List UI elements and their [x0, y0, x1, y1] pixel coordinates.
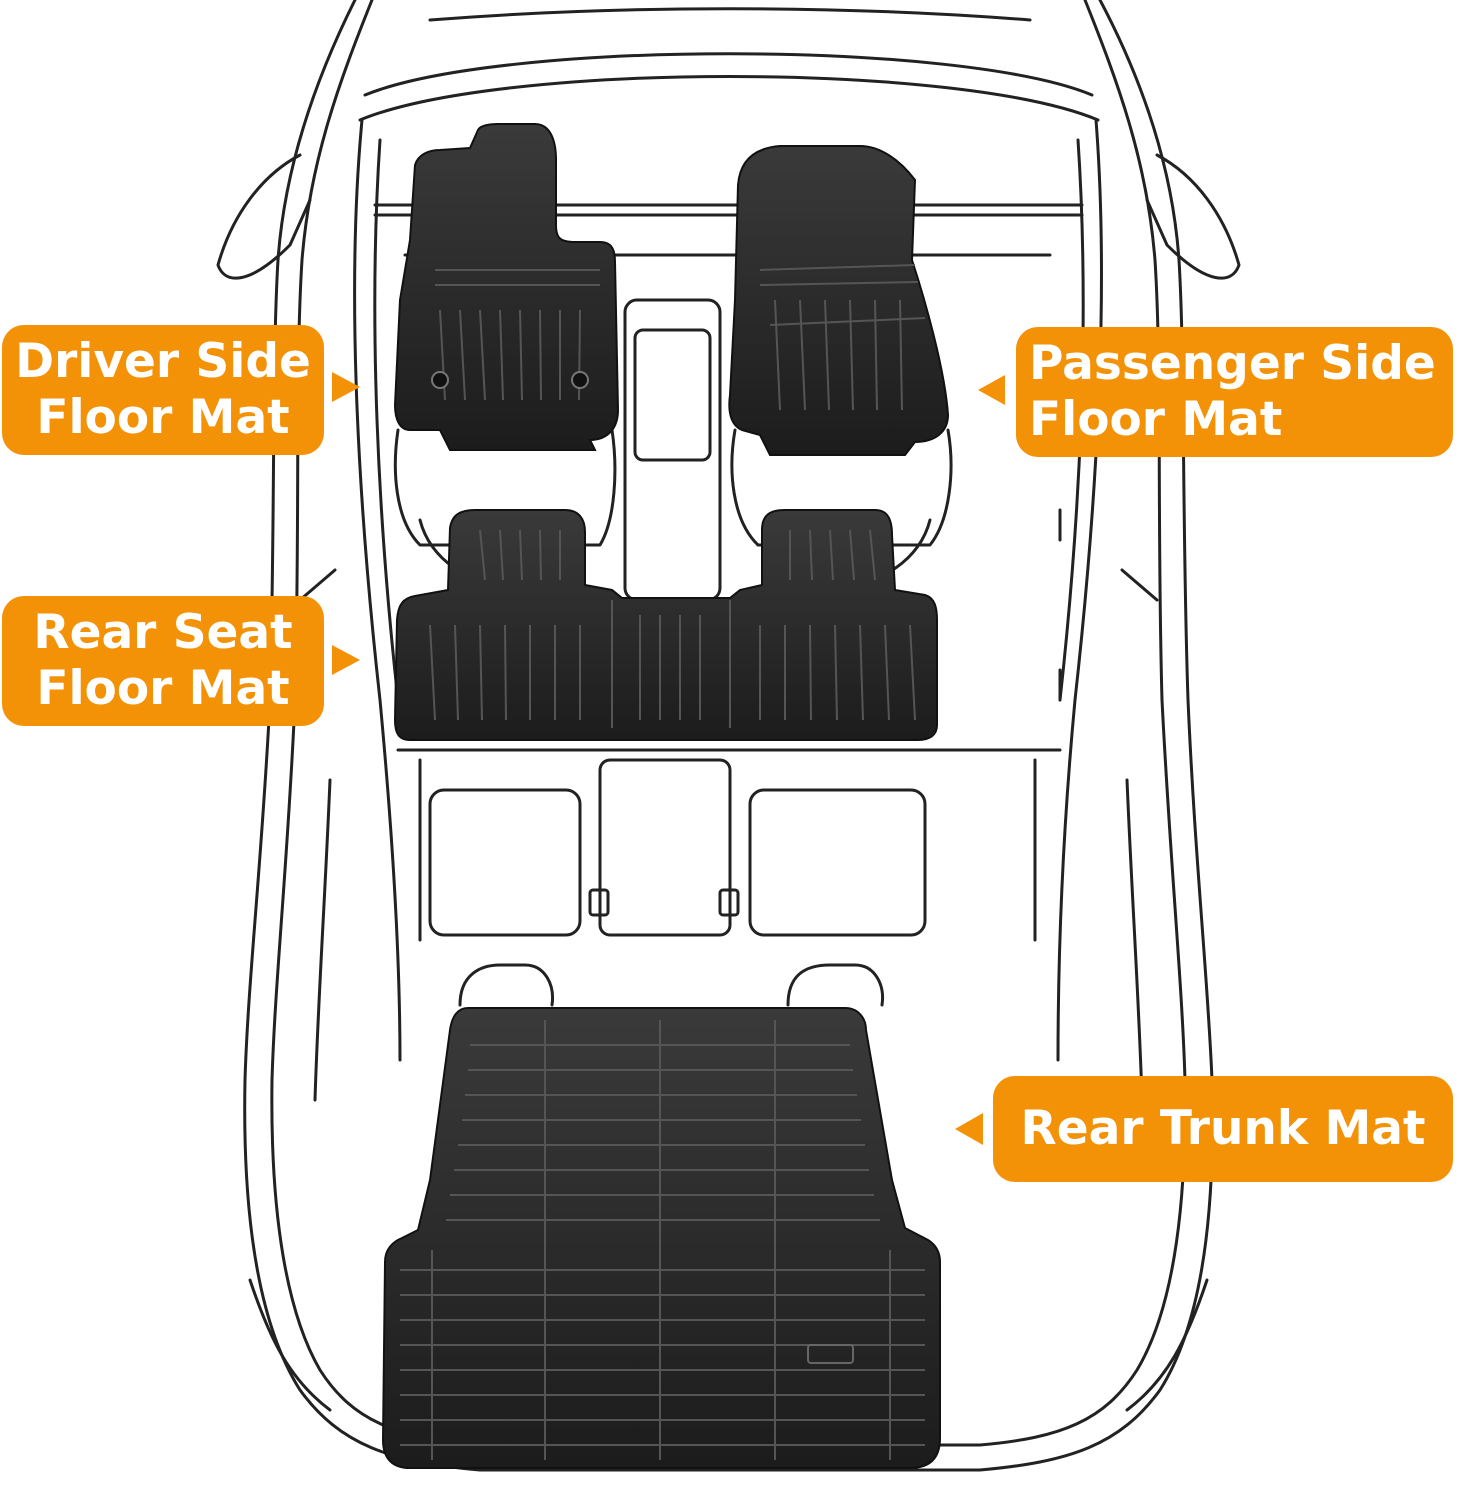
rear-trunk-mat-label: Rear Trunk Mat: [993, 1076, 1453, 1182]
rear-seat-label-line2: Floor Mat: [36, 661, 290, 716]
passenger-floor-mat: [728, 145, 950, 456]
rear-trunk-mat: [381, 1007, 941, 1469]
driver-floor-mat: [393, 123, 620, 451]
rear-seat-pointer: [332, 645, 360, 675]
driver-label-line2: Floor Mat: [36, 390, 290, 445]
rear-seat-floor-mat: [393, 509, 938, 741]
rear-seat-label-line1: Rear Seat: [33, 605, 293, 660]
passenger-side-floor-mat-label: Passenger Side Floor Mat: [1016, 327, 1453, 457]
driver-side-floor-mat-label: Driver Side Floor Mat: [2, 325, 324, 455]
passenger-label-line1: Passenger Side: [1029, 336, 1436, 391]
trunk-pointer: [955, 1113, 983, 1145]
passenger-pointer: [978, 375, 1005, 405]
driver-label-line1: Driver Side: [15, 334, 311, 389]
driver-pointer: [332, 372, 360, 402]
passenger-label-line2: Floor Mat: [1029, 392, 1283, 447]
trunk-label-line1: Rear Trunk Mat: [1020, 1101, 1426, 1156]
rear-seat-floor-mat-label: Rear Seat Floor Mat: [2, 596, 324, 726]
